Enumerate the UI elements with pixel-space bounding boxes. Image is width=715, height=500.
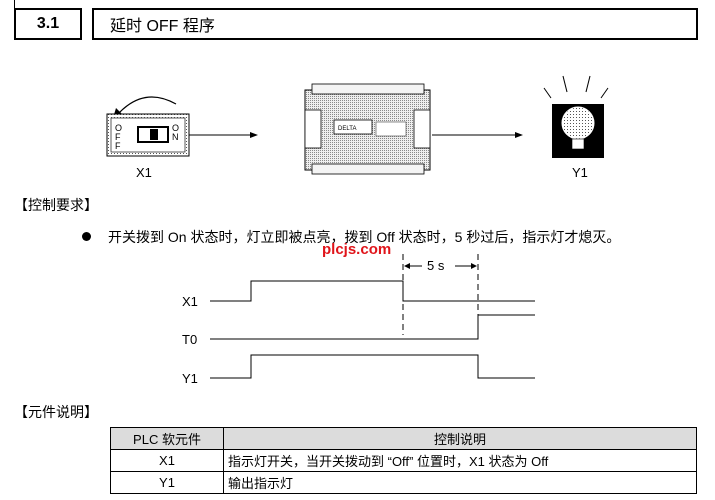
arrow-icon bbox=[515, 132, 523, 138]
watermark: plcjs.com bbox=[322, 241, 392, 258]
timing-diagram bbox=[210, 254, 535, 379]
parts-table: PLC 软元件 控制说明 X1 指示灯开关，当开关拨动到 “Off” 位置时，X… bbox=[110, 427, 697, 494]
switch-on-label: O bbox=[172, 123, 179, 133]
requirements-heading: 【控制要求】 bbox=[14, 197, 98, 213]
table-header: 控制说明 bbox=[223, 427, 697, 450]
section-title: 延时 OFF 程序 bbox=[110, 18, 215, 35]
section-number-box: 3.1 bbox=[14, 8, 82, 40]
table-row: X1 指示灯开关，当开关拨动到 “Off” 位置时，X1 状态为 Off bbox=[110, 449, 697, 472]
section-title-box: 延时 OFF 程序 bbox=[92, 8, 698, 40]
plc-device-icon: DELTA bbox=[304, 83, 431, 175]
svg-text:F: F bbox=[115, 132, 121, 142]
t0-waveform bbox=[210, 314, 535, 340]
svg-text:F: F bbox=[115, 141, 121, 151]
table-cell: 指示灯开关，当开关拨动到 “Off” 位置时，X1 状态为 Off bbox=[223, 449, 697, 472]
signal-label-x1: X1 bbox=[182, 294, 198, 309]
table-header: PLC 软元件 bbox=[110, 427, 224, 450]
table-cell: 输出指示灯 bbox=[223, 471, 697, 494]
lamp-label: Y1 bbox=[572, 165, 588, 180]
switch-label: X1 bbox=[136, 165, 152, 180]
y1-waveform bbox=[210, 354, 535, 379]
section-number: 3.1 bbox=[36, 15, 60, 32]
table-cell: X1 bbox=[110, 449, 224, 472]
rotate-arrow-icon bbox=[117, 96, 177, 115]
signal-label-y1: Y1 bbox=[182, 371, 198, 386]
svg-text:N: N bbox=[172, 132, 179, 142]
x1-waveform bbox=[210, 280, 535, 302]
top-rule bbox=[14, 0, 15, 8]
delay-label: 5 s bbox=[427, 258, 445, 273]
bullet-icon bbox=[82, 232, 91, 241]
plc-brand-label: DELTA bbox=[338, 126, 356, 132]
table-header-row: PLC 软元件 控制说明 bbox=[110, 427, 697, 450]
switch-off-label: O bbox=[115, 123, 122, 133]
parts-heading: 【元件说明】 bbox=[14, 404, 98, 420]
arrow-icon bbox=[250, 132, 258, 138]
table-row: Y1 输出指示灯 bbox=[110, 471, 697, 494]
requirements-text: 开关拨到 On 状态时，灯立即被点亮，拨到 Off 状态时，5 秒过后，指示灯才… bbox=[108, 229, 621, 245]
table-cell: Y1 bbox=[110, 471, 224, 494]
indicator-lamp-icon bbox=[543, 75, 609, 158]
toggle-switch-icon: O F F O N bbox=[106, 96, 190, 157]
signal-label-t0: T0 bbox=[182, 332, 198, 347]
